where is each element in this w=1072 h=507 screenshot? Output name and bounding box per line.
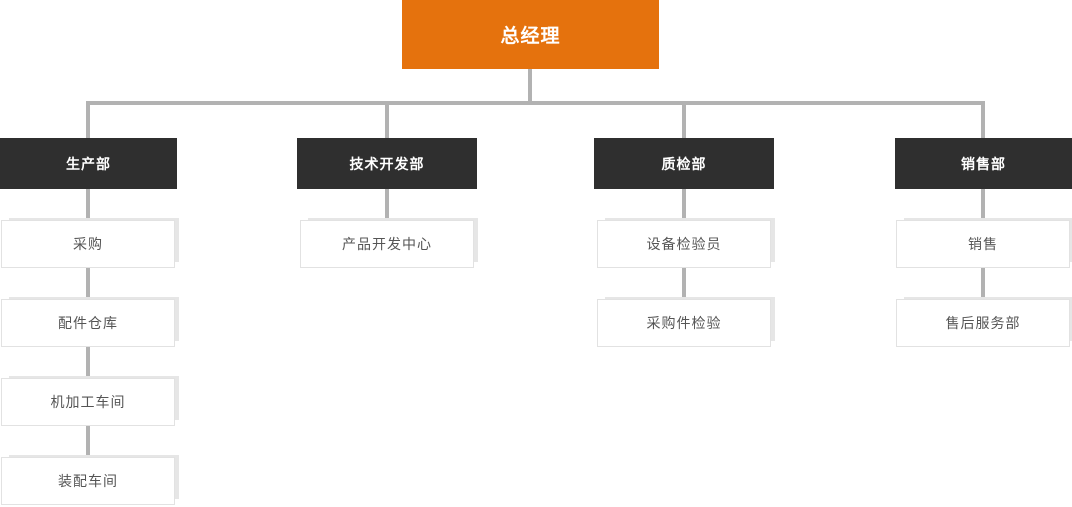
- connector-drop-tech-development: [385, 105, 389, 138]
- connector-equipment-purchased-parts: [682, 268, 686, 299]
- connector-tech-product-dev: [385, 189, 389, 220]
- connector-drop-quality: [682, 105, 686, 138]
- connector-bus: [86, 101, 985, 105]
- node-sales[interactable]: 销售: [896, 220, 1070, 268]
- connector-quality-equipment-inspector: [682, 189, 686, 220]
- node-machining-workshop[interactable]: 机加工车间: [1, 378, 175, 426]
- connector-procurement-parts-warehouse: [86, 268, 90, 299]
- node-purchased-parts-inspection-label: 采购件检验: [646, 315, 722, 331]
- connector-sales-dept-sales: [981, 189, 985, 220]
- dept-production-label: 生产部: [66, 155, 111, 172]
- connector-sales-after-sales: [981, 268, 985, 299]
- node-assembly-workshop-label: 装配车间: [58, 473, 118, 489]
- connector-drop-production: [86, 105, 90, 138]
- node-machining-workshop-label: 机加工车间: [50, 394, 126, 410]
- node-general-manager[interactable]: 总经理: [402, 0, 659, 69]
- node-sales-label: 销售: [968, 236, 998, 252]
- node-assembly-workshop[interactable]: 装配车间: [1, 457, 175, 505]
- dept-tech-development[interactable]: 技术开发部: [297, 138, 477, 189]
- dept-sales[interactable]: 销售部: [895, 138, 1072, 189]
- node-after-sales-service[interactable]: 售后服务部: [896, 299, 1070, 347]
- dept-quality[interactable]: 质检部: [594, 138, 774, 189]
- node-procurement[interactable]: 采购: [1, 220, 175, 268]
- node-parts-warehouse[interactable]: 配件仓库: [1, 299, 175, 347]
- node-equipment-inspector-label: 设备检验员: [646, 236, 722, 252]
- dept-tech-development-label: 技术开发部: [349, 155, 425, 172]
- node-general-manager-label: 总经理: [500, 26, 561, 47]
- dept-production[interactable]: 生产部: [0, 138, 177, 189]
- connector-machining-assembly: [86, 426, 90, 457]
- node-procurement-label: 采购: [73, 236, 103, 252]
- dept-quality-label: 质检部: [661, 155, 707, 172]
- node-product-dev-center[interactable]: 产品开发中心: [300, 220, 474, 268]
- connector-drop-sales: [981, 105, 985, 138]
- node-product-dev-center-label: 产品开发中心: [342, 236, 432, 252]
- dept-sales-label: 销售部: [961, 155, 1006, 172]
- node-purchased-parts-inspection[interactable]: 采购件检验: [597, 299, 771, 347]
- connector-production-procurement: [86, 189, 90, 220]
- connector-parts-warehouse-machining: [86, 347, 90, 378]
- node-equipment-inspector[interactable]: 设备检验员: [597, 220, 771, 268]
- connector-root-to-bus: [528, 69, 532, 101]
- node-parts-warehouse-label: 配件仓库: [58, 315, 118, 331]
- node-after-sales-service-label: 售后服务部: [945, 315, 1021, 331]
